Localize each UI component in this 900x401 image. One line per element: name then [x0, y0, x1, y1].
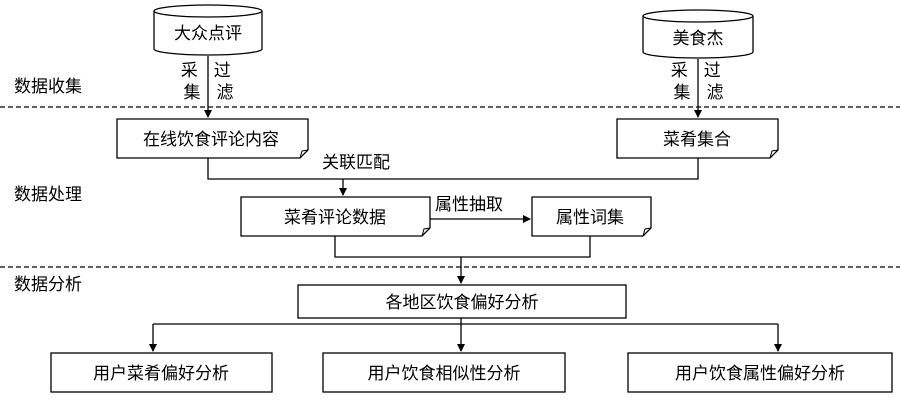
box-label-user-attribute-preference: 用户饮食属性偏好分析: [675, 364, 845, 384]
document-label-online-reviews: 在线饮食评论内容: [143, 130, 279, 150]
box-user-dish-preference: 用户菜肴偏好分析: [50, 352, 273, 393]
box-user-attribute-preference: 用户饮食属性偏好分析: [627, 352, 893, 393]
document-label-attribute-words: 属性词集: [556, 208, 624, 228]
stage-label-analysis: 数据分析: [14, 275, 82, 295]
document-label-dish-review-data: 菜肴评论数据: [284, 208, 386, 228]
edge-label-filter-right: 过 滤: [704, 61, 726, 103]
stage-label-collection: 数据收集: [14, 77, 82, 97]
source-cylinder-meishijie: 美食杰: [642, 9, 754, 59]
connector-merge: [334, 236, 591, 258]
document-dish-review-data: 菜肴评论数据: [240, 196, 431, 237]
document-dish-set: 菜肴集合: [616, 118, 779, 159]
box-label-user-similarity: 用户饮食相似性分析: [368, 364, 521, 384]
edge-label-collect-left: 采 集: [181, 61, 203, 103]
document-online-reviews: 在线饮食评论内容: [116, 118, 309, 159]
stage-label-processing: 数据处理: [14, 185, 82, 205]
source-label-dianping: 大众点评: [174, 24, 242, 44]
source-cylinder-dianping: 大众点评: [153, 4, 263, 56]
edge-label-collect-right: 采 集: [671, 61, 693, 103]
box-label-regional-preference: 各地区饮食偏好分析: [386, 293, 539, 313]
box-regional-preference: 各地区饮食偏好分析: [297, 284, 627, 319]
connector-association: [207, 158, 699, 180]
source-label-meishijie: 美食杰: [673, 29, 724, 49]
edge-label-attribute-extract: 属性抽取: [435, 195, 503, 215]
box-label-user-dish-preference: 用户菜肴偏好分析: [93, 364, 229, 384]
edge-label-associate-match: 关联匹配: [322, 153, 390, 173]
edge-label-filter-left: 过 滤: [214, 61, 236, 103]
document-attribute-words: 属性词集: [531, 196, 652, 237]
box-user-similarity: 用户饮食相似性分析: [322, 352, 566, 393]
document-label-dish-set: 菜肴集合: [663, 130, 731, 150]
